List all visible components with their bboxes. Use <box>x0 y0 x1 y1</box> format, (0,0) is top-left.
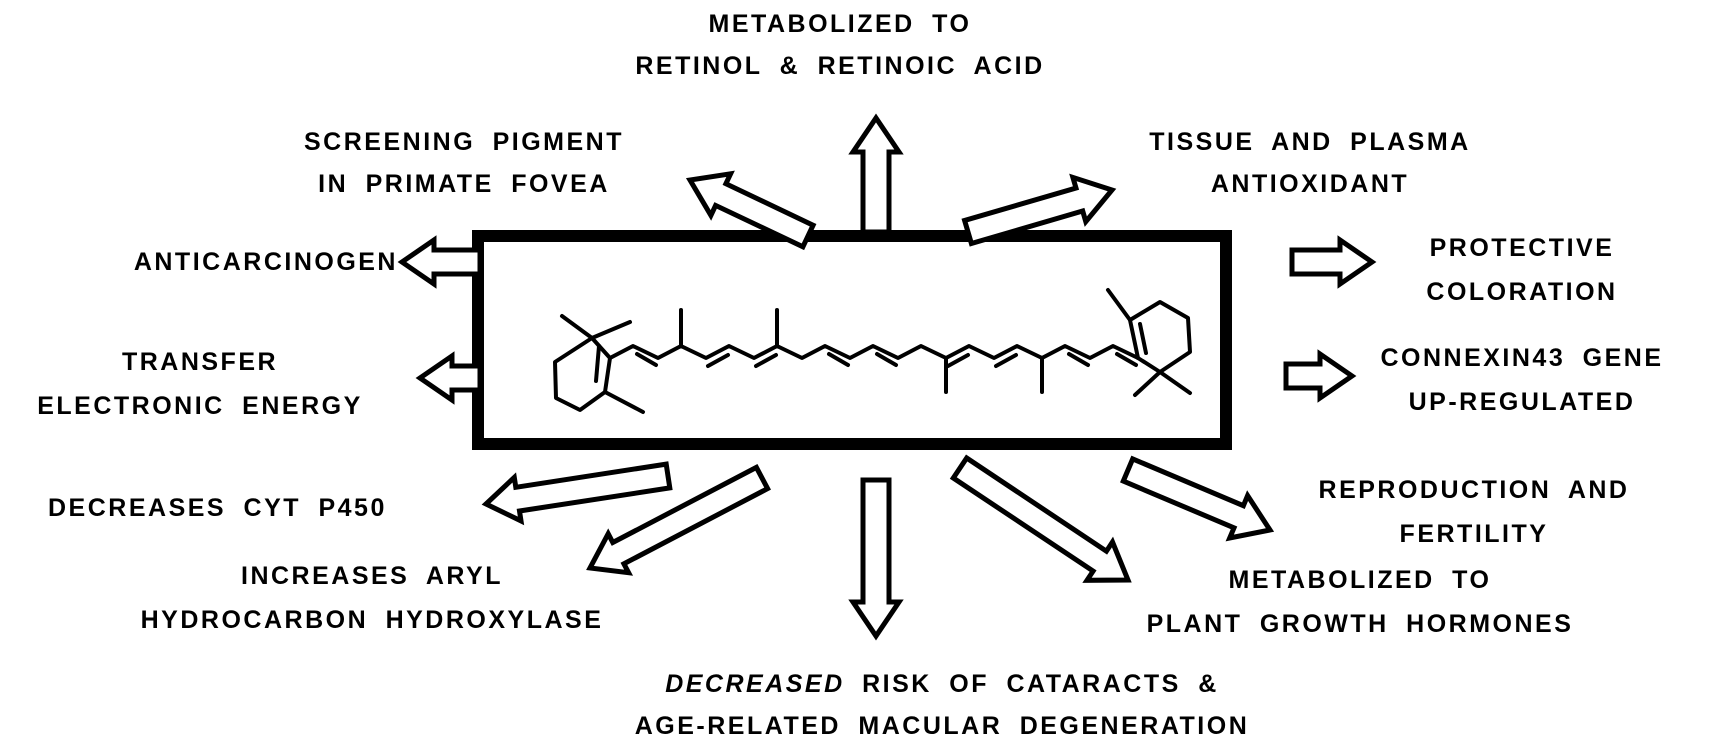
label-increases-aryl-line1: INCREASES ARYL <box>240 562 504 590</box>
label-cataracts-rest: RISK OF CATARACTS & <box>844 670 1219 698</box>
label-protective-coloration-line2: COLORATION <box>1426 278 1618 306</box>
central-molecule-box <box>472 230 1232 450</box>
double-bond <box>754 353 778 368</box>
label-screening-pigment-line2: IN PRIMATE FOVEA <box>318 170 610 198</box>
arrow-to-plant <box>949 454 1132 583</box>
left-methyl-b <box>590 320 632 340</box>
label-increases-aryl-line2: HYDROCARBON HYDROXYLASE <box>140 606 604 634</box>
left-methyl-a <box>560 314 594 340</box>
label-anticarcinogen: ANTICARCINOGEN <box>133 248 398 276</box>
label-plant-hormones-line2: PLANT GROWTH HORMONES <box>1146 610 1574 638</box>
arrow-to-transfer <box>415 351 483 405</box>
beta-carotene-structure <box>553 288 1192 414</box>
double-bond <box>706 353 730 368</box>
arrow-up-retinol <box>848 113 904 235</box>
arrow-to-aryl <box>586 464 771 576</box>
left-methyl-c <box>603 390 645 414</box>
label-cataracts-line1: DECREASED RISK OF CATARACTS & <box>665 672 1219 697</box>
arrow-group <box>397 113 1377 641</box>
left-ring-double-bond <box>594 344 601 383</box>
double-bond <box>946 353 970 368</box>
left-ring <box>553 336 612 412</box>
label-reproduction-line2: FERTILITY <box>1399 520 1549 548</box>
double-bond <box>994 353 1018 368</box>
right-methyl-c <box>1158 370 1192 395</box>
label-decreases-cyt: DECREASES CYT P450 <box>48 494 387 522</box>
arrow-to-protective <box>1289 235 1377 289</box>
label-cataracts-italic: DECREASED <box>665 670 845 698</box>
arrow-to-tissue <box>961 173 1117 247</box>
label-tissue-antioxidant-line1: TISSUE AND PLASMA <box>1149 128 1471 156</box>
arrow-down-cataracts <box>848 477 904 641</box>
label-protective-coloration-line1: PROTECTIVE <box>1429 234 1615 262</box>
right-ring <box>1128 300 1192 374</box>
right-methyl-b <box>1133 370 1162 397</box>
arrow-to-cyt <box>481 461 673 526</box>
polyene-chain <box>608 344 1140 360</box>
arrow-to-anticarcinogen <box>397 235 483 289</box>
right-ring-double-bond <box>1138 322 1148 355</box>
label-transfer-energy-line2: ELECTRONIC ENERGY <box>37 392 363 420</box>
label-metabolized-retinol-line1: METABOLIZED TO <box>708 10 972 38</box>
arrow-to-connexin <box>1283 349 1357 403</box>
double-bond <box>827 352 850 367</box>
label-reproduction-line1: REPRODUCTION AND <box>1318 476 1630 504</box>
label-cataracts-line2: AGE-RELATED MACULAR DEGENERATION <box>634 712 1250 740</box>
double-bond <box>635 352 658 367</box>
double-bond <box>1067 352 1090 367</box>
label-connexin-line1: CONNEXIN43 GENE <box>1380 344 1664 372</box>
double-bond <box>875 352 898 367</box>
label-screening-pigment-line1: SCREENING PIGMENT <box>304 128 624 156</box>
double-bond <box>1115 352 1138 367</box>
arrow-to-screening <box>685 170 817 251</box>
label-connexin-line2: UP-REGULATED <box>1408 388 1636 416</box>
right-methyl-a <box>1106 288 1132 322</box>
label-plant-hormones-line1: METABOLIZED TO <box>1228 566 1492 594</box>
label-tissue-antioxidant-line2: ANTIOXIDANT <box>1210 170 1410 198</box>
arrow-to-reproduction <box>1120 455 1275 542</box>
label-metabolized-retinol-line2: RETINOL & RETINOIC ACID <box>635 52 1045 80</box>
label-transfer-energy-line1: TRANSFER <box>121 348 279 376</box>
